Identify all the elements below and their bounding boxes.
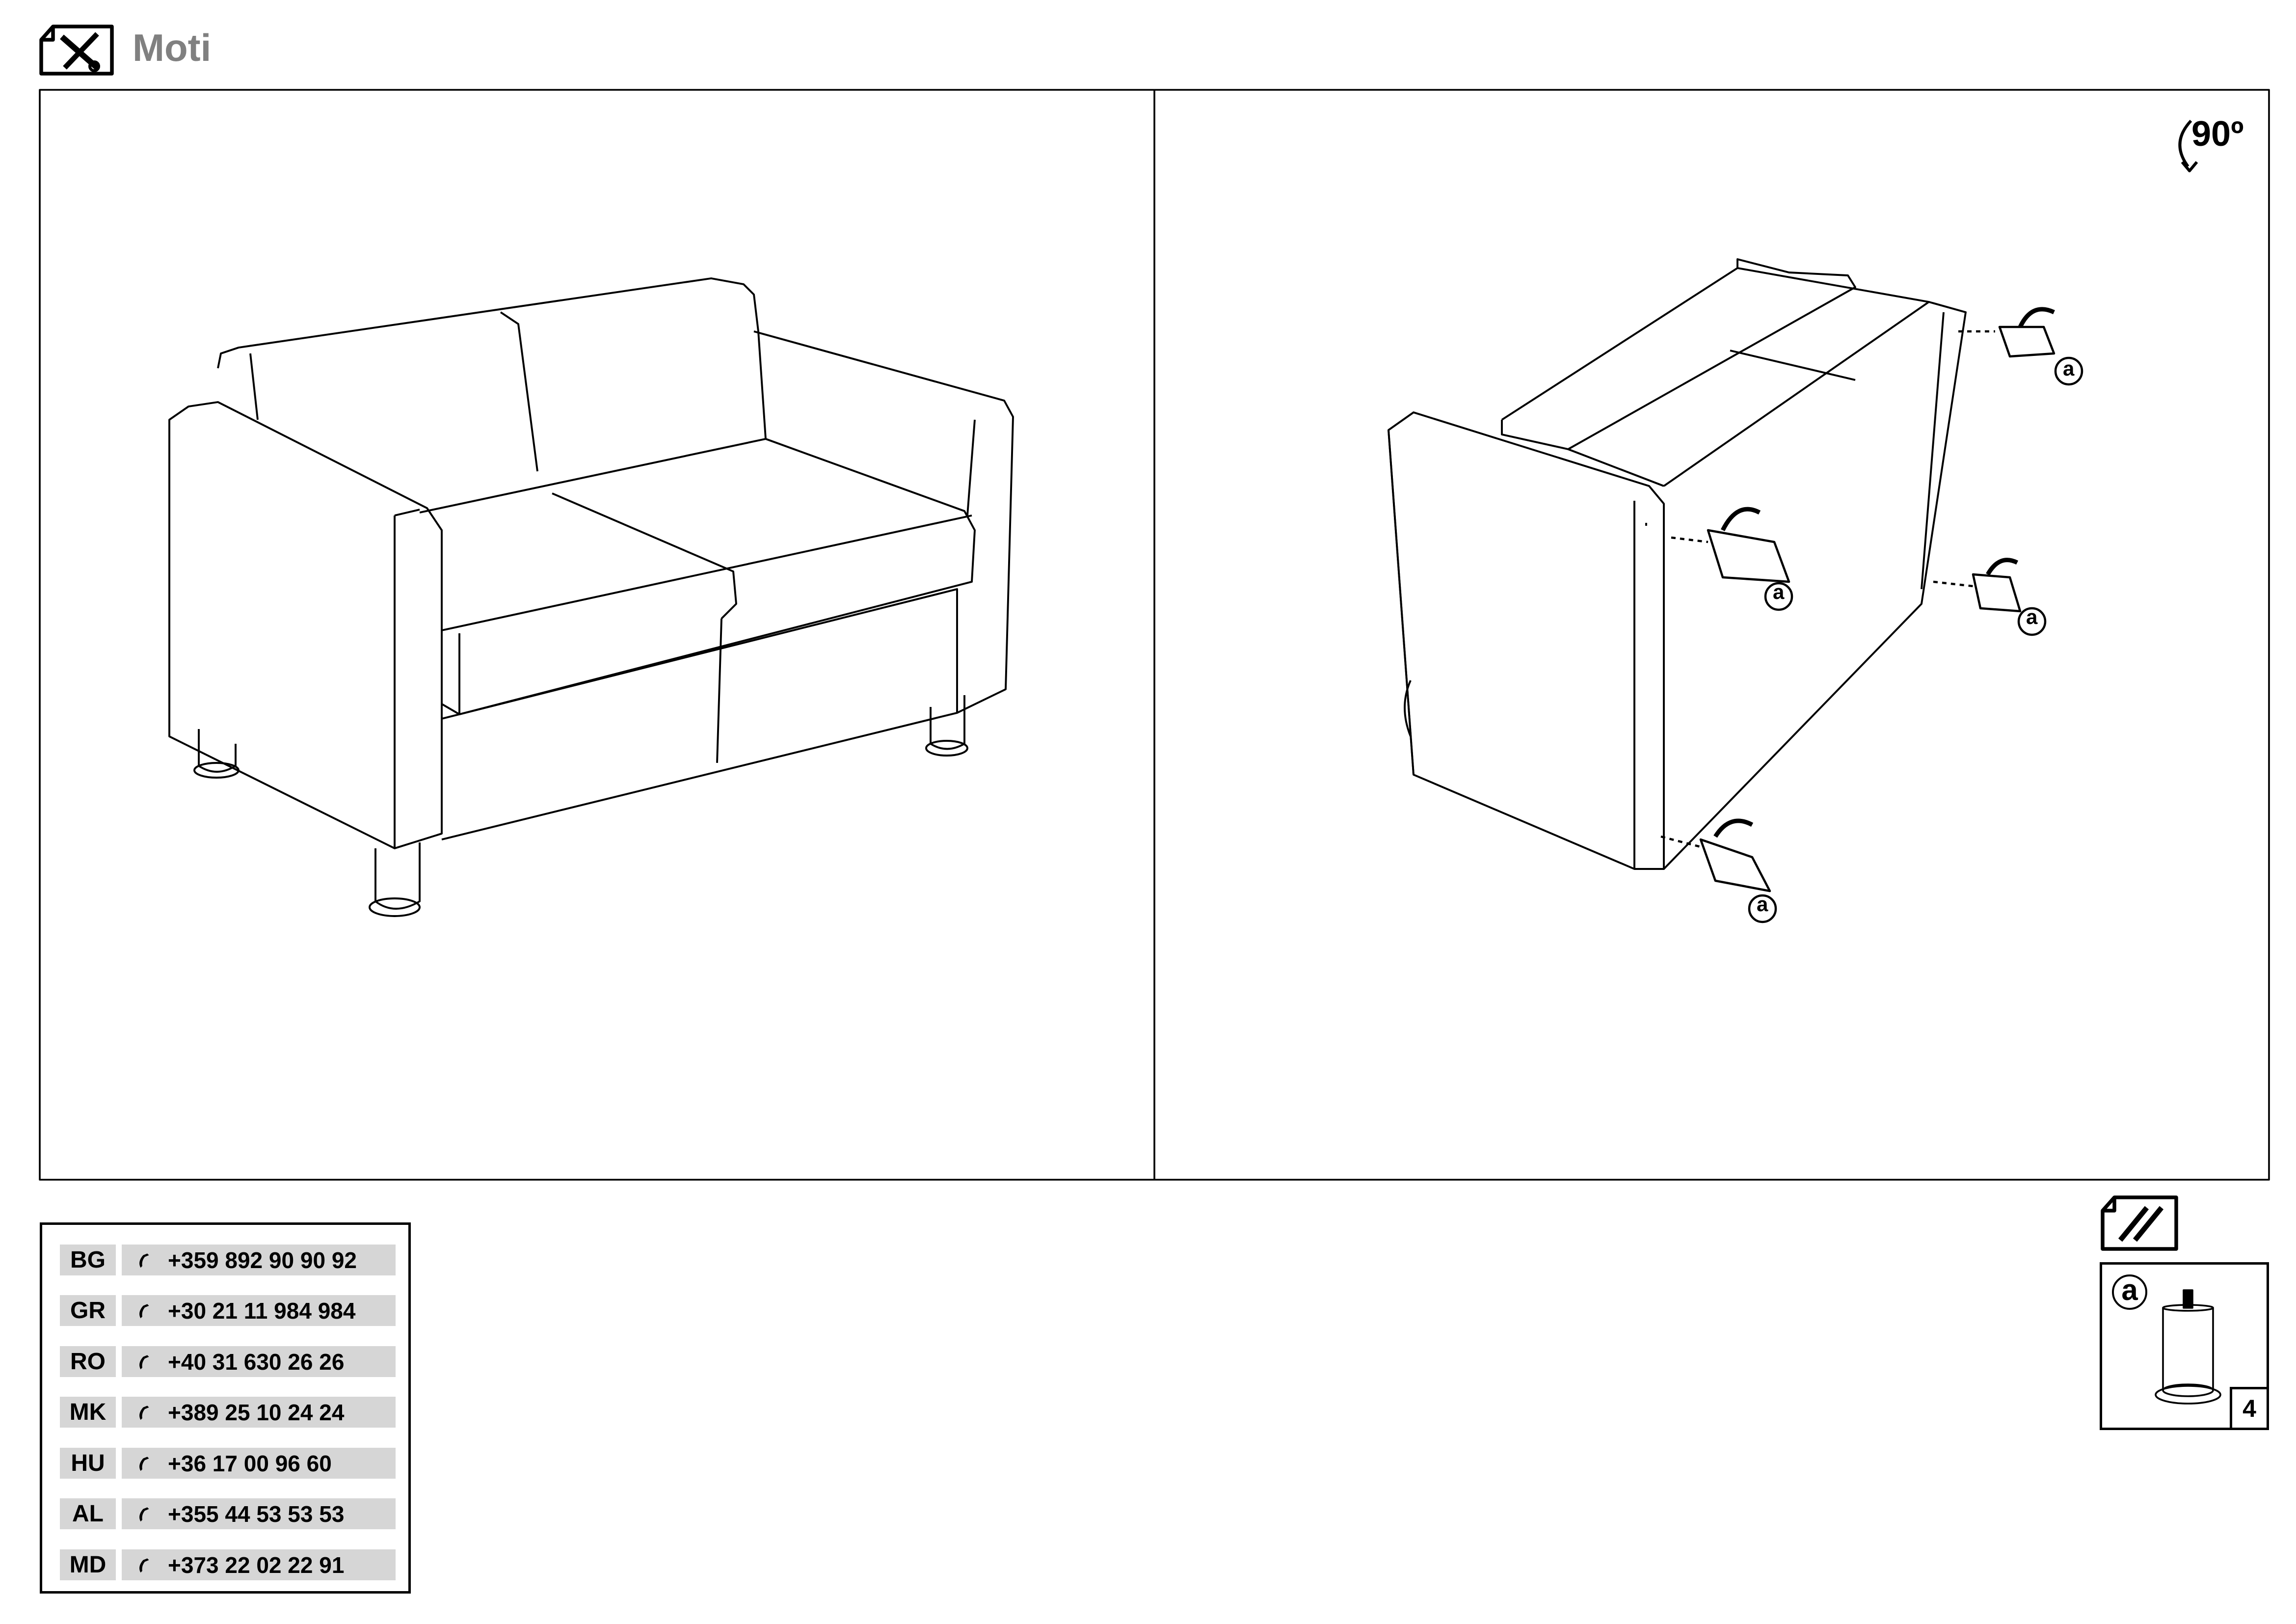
- tools-icon: [39, 25, 114, 76]
- phone-number: +40 31 630 26 26: [168, 1349, 345, 1375]
- country-code: AL: [60, 1498, 116, 1529]
- callout-a: a: [2063, 357, 2075, 380]
- parts-list: a 4: [2100, 1262, 2269, 1430]
- leg-assembly-callouts: [1660, 119, 2198, 923]
- contact-row: AL +355 44 53 53 53: [60, 1498, 396, 1529]
- page-title: Moti: [133, 26, 212, 69]
- phone-number: +30 21 11 984 984: [168, 1298, 356, 1324]
- phone-number: +36 17 00 96 60: [168, 1450, 332, 1476]
- leg-middle-left: [1671, 507, 1793, 611]
- leg-bottom: [1660, 818, 1777, 923]
- phone-icon: [139, 1456, 149, 1471]
- phone-number: +359 892 90 90 92: [168, 1247, 357, 1273]
- inverted-sofa-illustration: [1388, 258, 1967, 870]
- phone-icon: [139, 1354, 149, 1369]
- callout-a: a: [1773, 580, 1785, 603]
- country-code: MD: [60, 1549, 116, 1580]
- phone-number: +389 25 10 24 24: [168, 1399, 345, 1425]
- rotation-label: 90º: [2191, 114, 2244, 154]
- phone-icon: [139, 1558, 149, 1572]
- contact-row: BG +359 892 90 90 92: [60, 1245, 396, 1275]
- assembled-sofa-illustration: [168, 277, 1014, 917]
- leg-middle-right: [1933, 558, 2047, 636]
- country-code: MK: [60, 1397, 116, 1428]
- country-code: BG: [60, 1245, 116, 1275]
- part-label: a: [2112, 1274, 2147, 1310]
- phone-icon: [139, 1507, 149, 1521]
- country-code: HU: [60, 1448, 116, 1479]
- callout-a: a: [1757, 893, 1768, 916]
- country-code: GR: [60, 1295, 116, 1326]
- country-code: RO: [60, 1346, 116, 1377]
- leg-top-right: [1958, 307, 2083, 386]
- leg-part-illustration: [2155, 1289, 2221, 1405]
- contact-row: RO +40 31 630 26 26: [60, 1346, 396, 1377]
- contact-row: MK +389 25 10 24 24: [60, 1397, 396, 1428]
- phone-number: +355 44 53 53 53: [168, 1501, 345, 1527]
- contact-row: HU +36 17 00 96 60: [60, 1448, 396, 1479]
- phone-icon: [139, 1405, 149, 1420]
- contact-row: GR +30 21 11 984 984: [60, 1295, 396, 1326]
- contact-row: MD +373 22 02 22 91: [60, 1549, 396, 1580]
- support-contacts-table: BG+359 892 90 90 92 GR+30 21 11 984 984 …: [40, 1222, 411, 1594]
- screws-icon: [2101, 1195, 2178, 1251]
- part-quantity: 4: [2230, 1387, 2269, 1430]
- phone-icon: [139, 1303, 149, 1318]
- callout-a: a: [2026, 605, 2038, 628]
- phone-number: +373 22 02 22 91: [168, 1552, 345, 1578]
- rotate-arrow-icon: [2178, 119, 2192, 167]
- phone-icon: [139, 1253, 149, 1268]
